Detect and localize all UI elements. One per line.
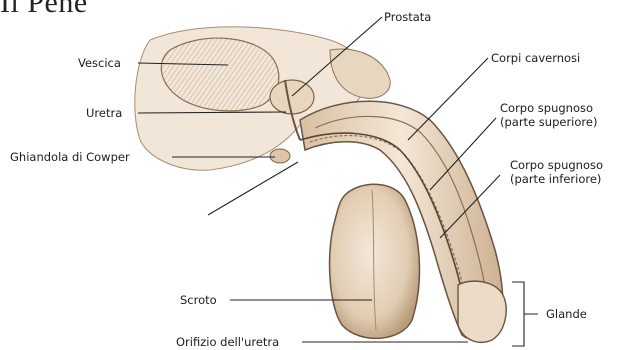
label-corpo-spugnoso-inf: Corpo spugnoso (parte inferiore) — [510, 158, 603, 186]
glans-shape — [458, 281, 506, 342]
cowper-gland-shape — [270, 149, 290, 163]
glande-bracket — [512, 282, 538, 346]
diagram-title: Il Pene — [0, 0, 88, 20]
label-corpi-cavernosi: Corpi cavernosi — [491, 51, 580, 65]
label-uretra: Uretra — [86, 106, 122, 120]
leader-corpi-cavernosi — [408, 58, 488, 140]
scrotum-shape — [330, 184, 420, 338]
leader-unlabeled — [208, 162, 298, 215]
label-glande: Glande — [546, 307, 587, 321]
label-ghiandola-cowper: Ghiandola di Cowper — [10, 150, 130, 164]
label-vescica: Vescica — [78, 56, 121, 70]
prostate-shape — [270, 80, 314, 114]
label-orifizio-uretra: Orifizio dell'uretra — [176, 335, 279, 349]
label-prostata: Prostata — [384, 10, 431, 24]
label-scroto: Scroto — [180, 293, 217, 307]
label-corpo-spugnoso-sup: Corpo spugnoso (parte superiore) — [500, 101, 597, 129]
